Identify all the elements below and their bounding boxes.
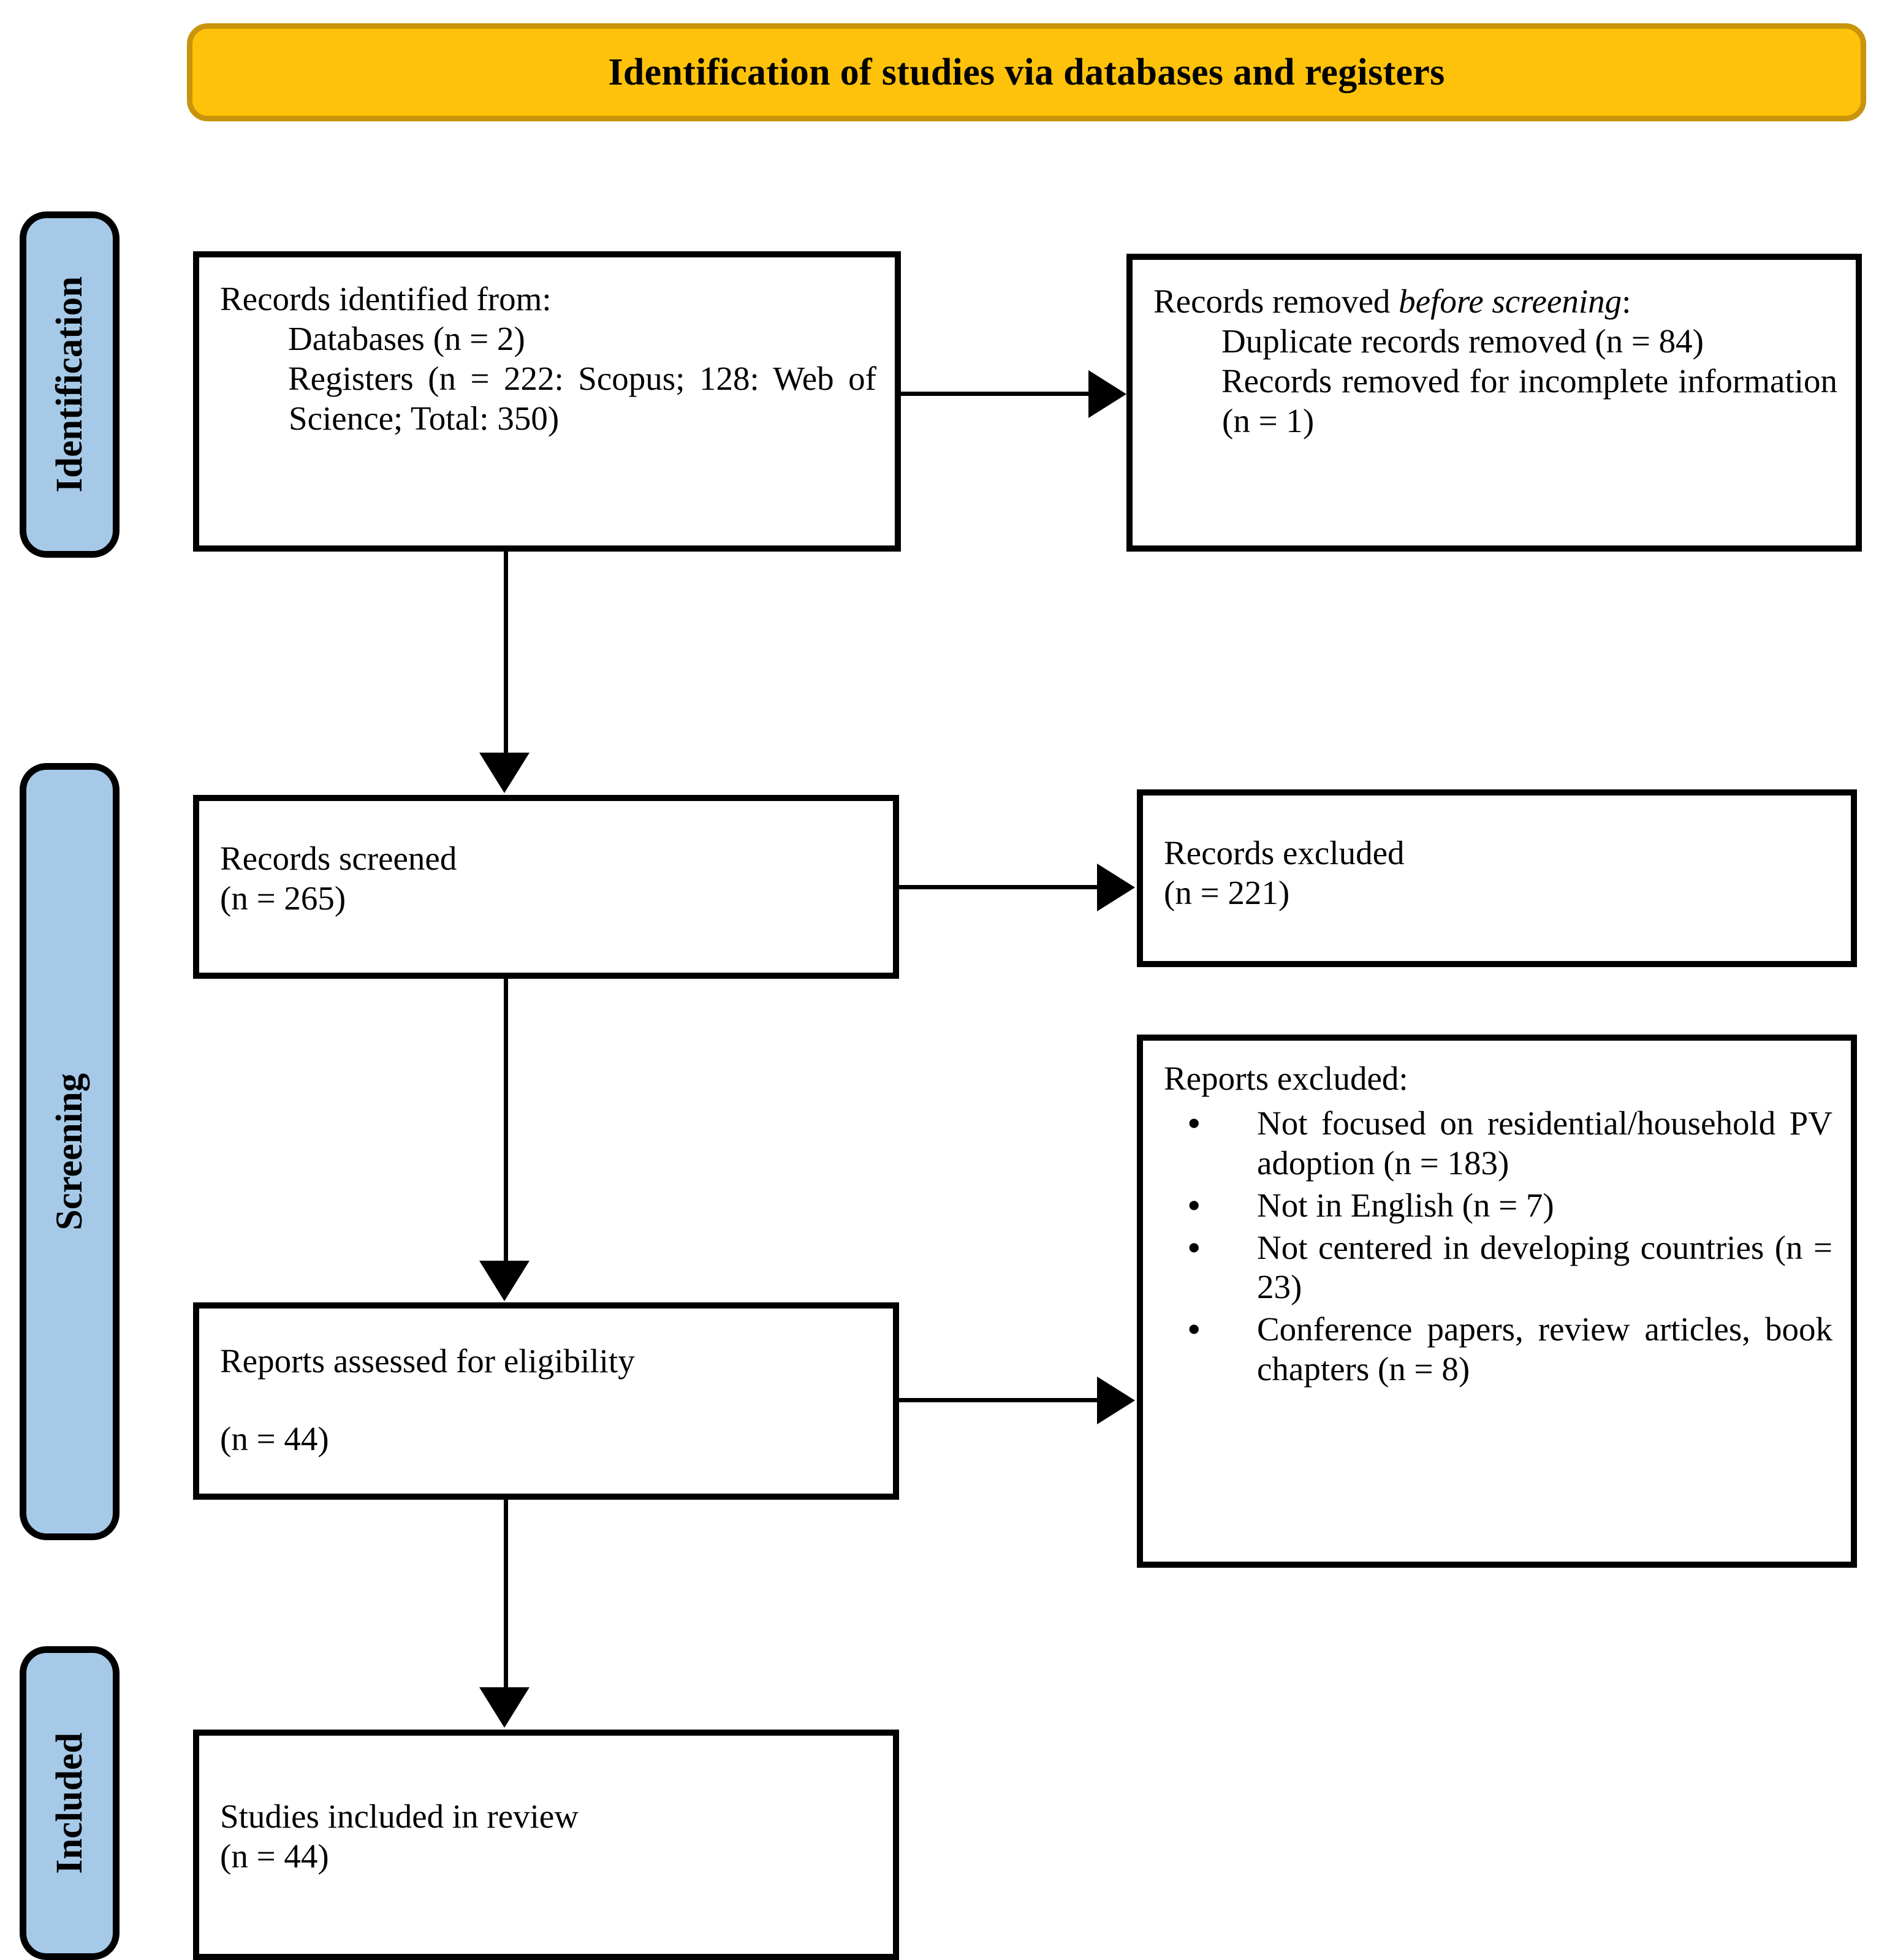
connector-assessed-to-reports-excluded — [899, 1398, 1098, 1402]
arrow-right-icon — [1097, 864, 1135, 911]
records-screened-count: (n = 265) — [220, 879, 346, 917]
box-records-removed: Records removed before screening: Duplic… — [1126, 254, 1862, 552]
records-removed-lead: Records removed — [1153, 283, 1399, 320]
box-reports-assessed: Reports assessed for eligibility (n = 44… — [193, 1302, 899, 1500]
connector-screened-to-records-excluded — [899, 885, 1098, 889]
box-studies-included: Studies included in review (n = 44) — [193, 1730, 899, 1960]
connector-screened-to-assessed — [504, 979, 508, 1262]
reports-assessed-label: Reports assessed for eligibility — [220, 1342, 635, 1380]
stage-label-included-text: Included — [49, 1732, 90, 1874]
connector-identified-to-removed — [901, 392, 1091, 396]
diagram-title-banner: Identification of studies via databases … — [187, 23, 1866, 121]
list-item: Not centered in developing countries (n … — [1164, 1225, 1832, 1308]
records-identified-registers: Registers (n = 222: Scopus; 128: Web of … — [288, 359, 876, 437]
stage-label-included: Included — [20, 1646, 120, 1960]
studies-included-label: Studies included in review — [220, 1798, 579, 1835]
records-removed-colon: : — [1622, 283, 1631, 320]
records-screened-label: Records screened — [220, 840, 457, 877]
records-removed-incomplete: Records removed for incomplete informati… — [1221, 362, 1837, 439]
stage-label-identification: Identification — [20, 211, 120, 558]
stage-label-screening: Screening — [20, 763, 120, 1540]
connector-assessed-to-included — [504, 1500, 508, 1688]
box-records-screened: Records screened (n = 265) — [193, 795, 899, 979]
diagram-title-text: Identification of studies via databases … — [608, 51, 1445, 93]
records-removed-duplicates: Duplicate records removed (n = 84) — [1221, 322, 1704, 360]
reports-assessed-count: (n = 44) — [220, 1419, 329, 1457]
records-excluded-count: (n = 221) — [1164, 873, 1290, 911]
arrow-down-icon — [479, 753, 530, 793]
records-removed-italic: before screening — [1399, 283, 1622, 320]
list-item: Conference papers, review articles, book… — [1164, 1306, 1832, 1389]
box-reports-excluded: Reports excluded: Not focused on residen… — [1137, 1035, 1857, 1568]
studies-included-count: (n = 44) — [220, 1837, 329, 1875]
arrow-right-icon — [1088, 370, 1126, 418]
records-identified-heading: Records identified from: — [220, 280, 552, 317]
box-records-excluded: Records excluded (n = 221) — [1137, 789, 1857, 967]
arrow-down-icon — [479, 1261, 530, 1301]
reports-excluded-list: Not focused on residential/household PV … — [1164, 1100, 1832, 1389]
box-records-identified: Records identified from: Databases (n = … — [193, 251, 901, 552]
arrow-right-icon — [1097, 1377, 1135, 1424]
records-identified-databases: Databases (n = 2) — [288, 319, 525, 357]
stage-label-identification-text: Identification — [49, 276, 90, 493]
list-item: Not in English (n = 7) — [1164, 1182, 1832, 1228]
records-excluded-label: Records excluded — [1164, 834, 1405, 872]
list-item: Not focused on residential/household PV … — [1164, 1100, 1832, 1183]
records-removed-heading: Records removed before screening: — [1153, 282, 1837, 322]
stage-label-screening-text: Screening — [49, 1073, 90, 1231]
reports-excluded-heading: Reports excluded: — [1164, 1060, 1408, 1097]
connector-identified-to-screened — [504, 552, 508, 754]
arrow-down-icon — [479, 1687, 530, 1728]
